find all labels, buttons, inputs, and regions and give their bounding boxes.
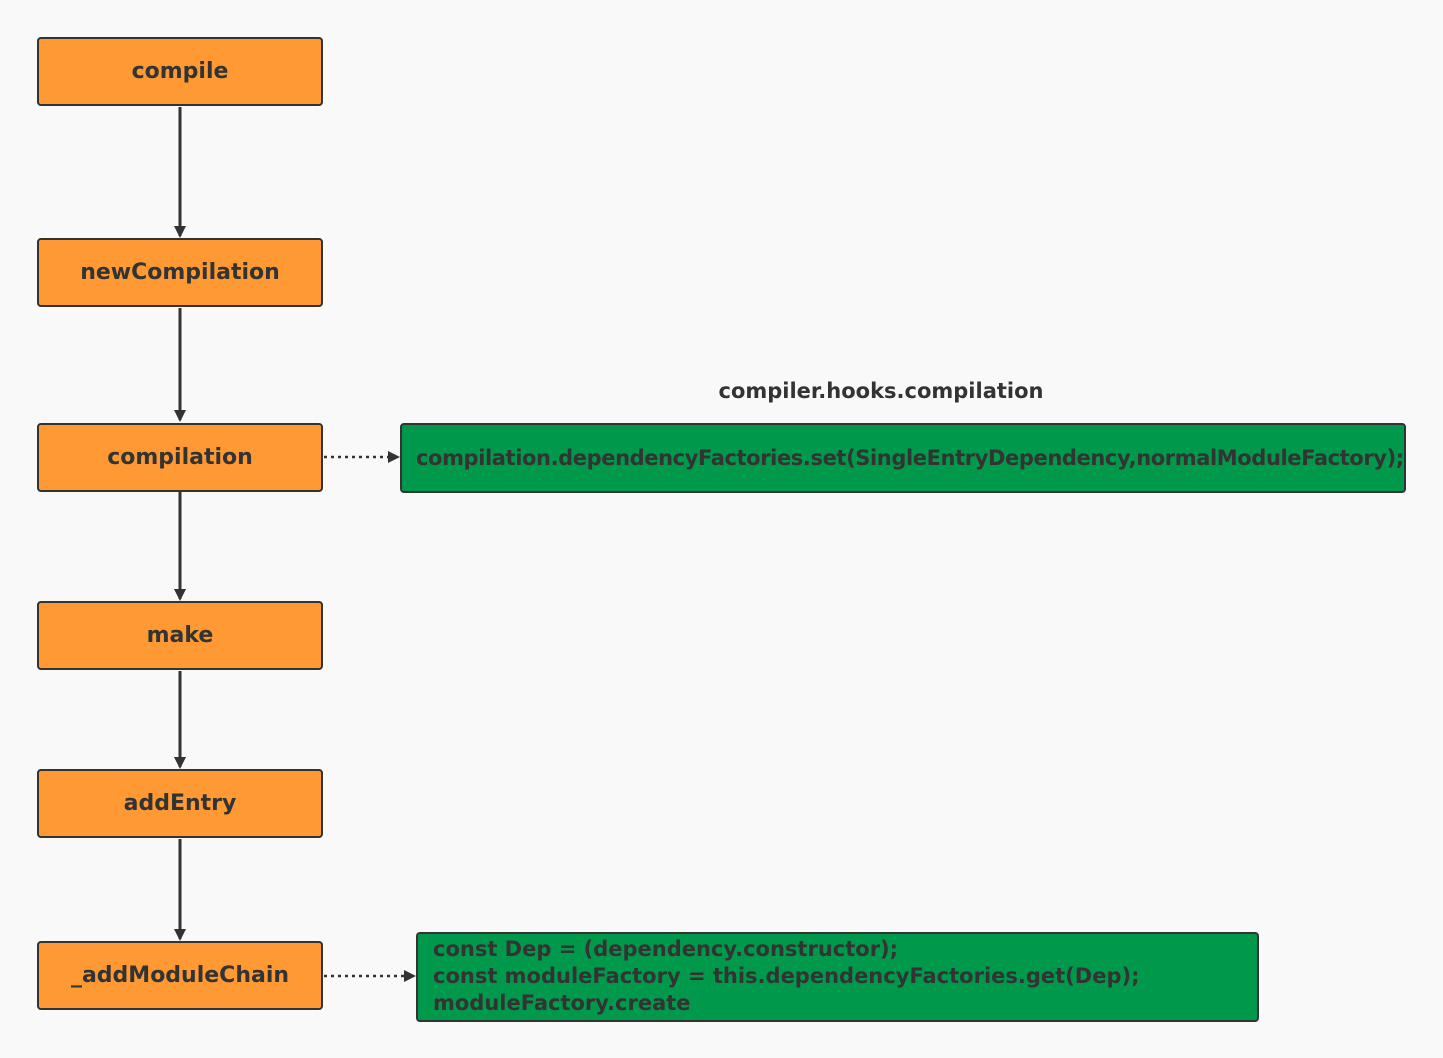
note-compilation-hook: compilation.dependencyFactories.set(Sing…: [400, 423, 1406, 493]
node-make: make: [37, 601, 323, 670]
note-add-module-chain-line-3: moduleFactory.create: [433, 991, 691, 1015]
node-compilation-label: compilation: [107, 445, 253, 470]
node-compile: compile: [37, 37, 323, 106]
note-add-module-chain-line-2: const moduleFactory = this.dependencyFac…: [433, 964, 1140, 988]
node-new-compilation-label: newCompilation: [80, 260, 280, 285]
node-add-module-chain-label: _addModuleChain: [70, 963, 290, 988]
node-add-module-chain: _addModuleChain: [37, 941, 323, 1010]
node-compilation: compilation: [37, 423, 323, 492]
hook-label: compiler.hooks.compilation: [718, 379, 1044, 403]
node-add-entry: addEntry: [37, 769, 323, 838]
note-add-module-chain-line-1: const Dep = (dependency.constructor);: [433, 937, 899, 961]
node-compile-label: compile: [131, 59, 229, 84]
node-make-label: make: [146, 623, 214, 648]
note-compilation-hook-text: compilation.dependencyFactories.set(Sing…: [416, 446, 1404, 470]
node-add-entry-label: addEntry: [123, 791, 237, 816]
node-new-compilation: newCompilation: [37, 238, 323, 307]
note-add-module-chain: const Dep = (dependency.constructor); co…: [416, 932, 1259, 1022]
